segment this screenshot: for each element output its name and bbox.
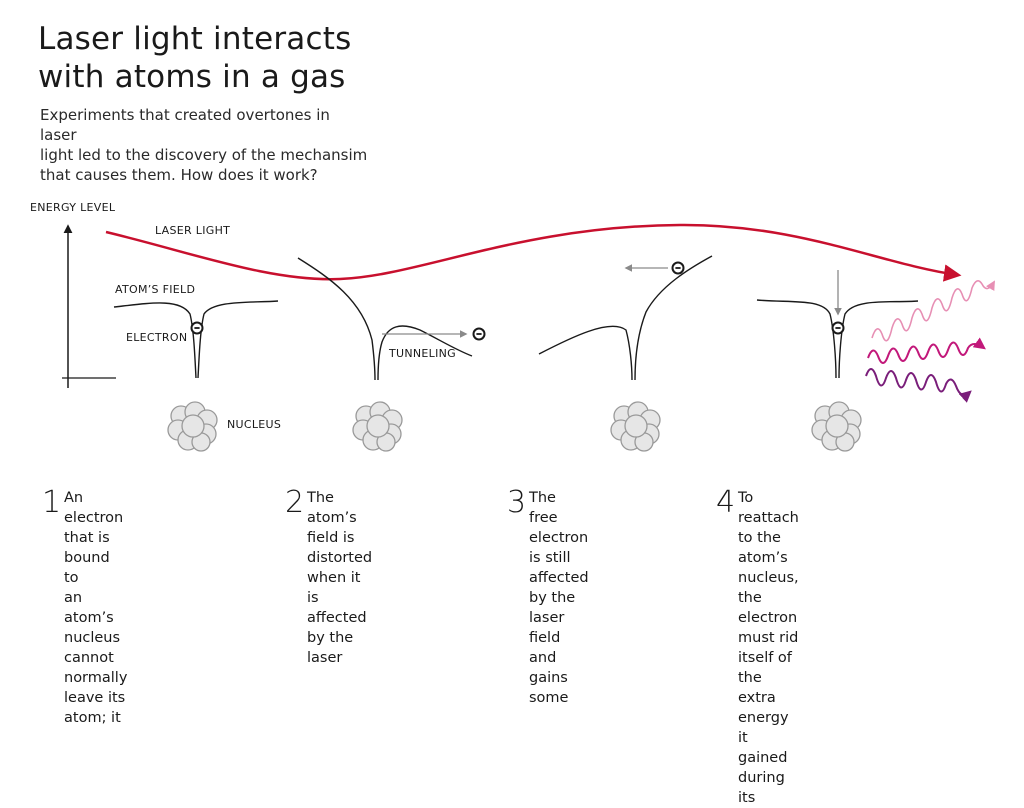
field-curve-1 bbox=[113, 300, 279, 379]
energy-level-label: ENERGY LEVEL bbox=[30, 201, 116, 214]
field-curve-3 bbox=[538, 255, 713, 381]
step-number: 3 bbox=[507, 485, 527, 520]
electron-2 bbox=[472, 327, 486, 341]
field-curve-2 bbox=[297, 257, 473, 381]
emitted-wave-dark bbox=[865, 368, 972, 403]
step-text: To reattach to the atom’s nucleus, the e… bbox=[738, 490, 799, 806]
nucleus-3 bbox=[610, 401, 661, 452]
step-number: 4 bbox=[716, 485, 736, 520]
nucleus-label: NUCLEUS bbox=[227, 418, 281, 431]
step-number: 1 bbox=[42, 485, 62, 520]
step-number: 2 bbox=[285, 485, 305, 520]
tunneling-label: TUNNELING bbox=[388, 347, 456, 360]
page-title: Laser light interacts with atoms in a ga… bbox=[38, 21, 352, 95]
step-text: The free electron is still affected by t… bbox=[529, 490, 589, 706]
electron-4 bbox=[831, 321, 845, 335]
laser-atom-diagram: ENERGY LEVEL LASER LIGHT ATOM’S FIELD EL… bbox=[30, 201, 995, 452]
emitted-wave-light bbox=[871, 280, 995, 342]
electron-label: ELECTRON bbox=[126, 331, 187, 344]
laser-light-label: LASER LIGHT bbox=[155, 224, 230, 237]
electron-3 bbox=[671, 261, 685, 275]
step-text: An electron that is bound to an atom’s n… bbox=[64, 490, 128, 726]
electron-1 bbox=[190, 321, 204, 335]
step-text: The atom’s field is distorted when it is… bbox=[307, 490, 373, 666]
page-subtitle: Experiments that created overtones in la… bbox=[40, 106, 368, 184]
nucleus-1 bbox=[167, 401, 218, 452]
emitted-wave-mid bbox=[867, 337, 986, 364]
nucleus-2 bbox=[352, 401, 403, 452]
laser-wave bbox=[105, 223, 962, 282]
nucleus-4 bbox=[811, 401, 862, 452]
field-curve-4 bbox=[756, 299, 919, 379]
atoms-field-label: ATOM’S FIELD bbox=[115, 283, 195, 296]
